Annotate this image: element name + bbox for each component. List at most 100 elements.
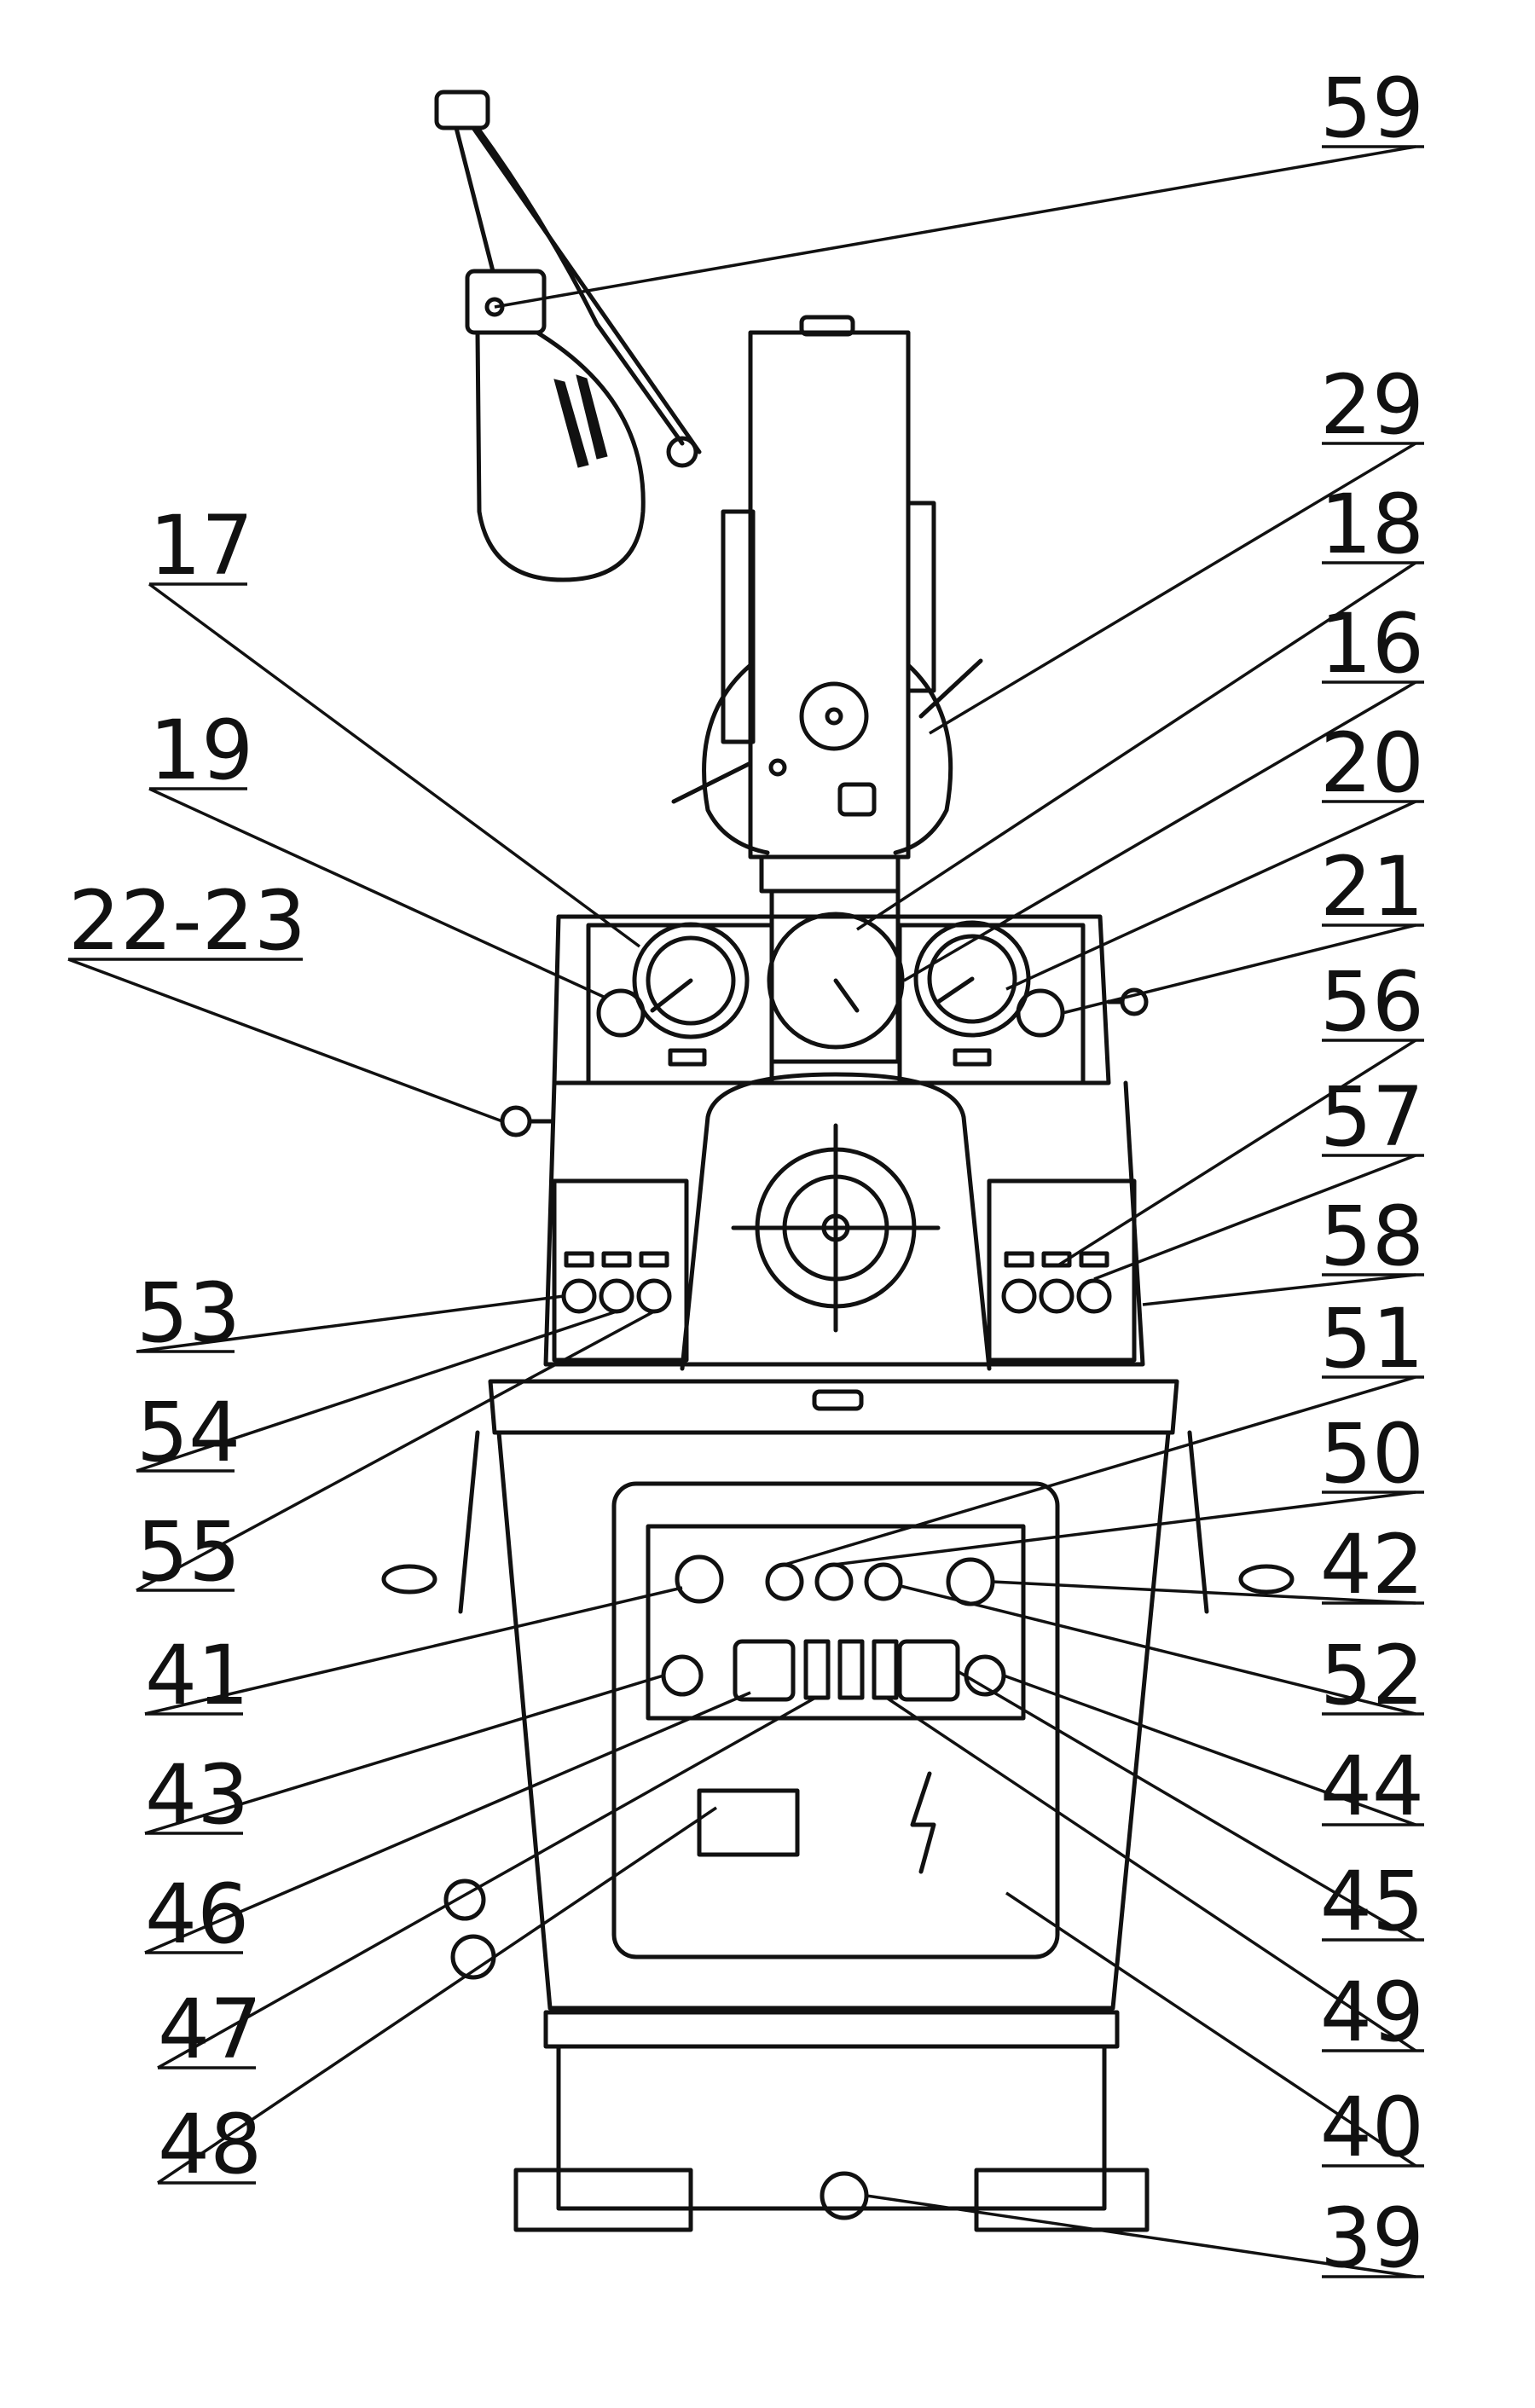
head-hub-center (825, 707, 843, 726)
leader-39 (866, 2194, 1416, 2278)
leader-47 (157, 1695, 818, 2069)
leader-16 (903, 680, 1416, 982)
machine-base (513, 2010, 1150, 2232)
gauge-dial-20-inner (927, 934, 1017, 1024)
side-lever-right (1187, 1430, 1209, 1614)
label-56: 56 (1320, 954, 1424, 1050)
foot-right (974, 2168, 1150, 2232)
gauge-dial-17-inner (646, 935, 736, 1026)
leader-58 (1142, 1273, 1416, 1306)
leader-56 (1056, 1039, 1416, 1268)
leader-51 (784, 1375, 1416, 1566)
label-51: 51 (1320, 1291, 1424, 1386)
handle-right (1238, 1564, 1295, 1595)
leader-18 (856, 561, 1416, 931)
tag-54 (601, 1251, 632, 1268)
leader-49 (884, 1695, 1416, 2052)
leader-43 (144, 1674, 664, 1835)
lamp-shade (475, 330, 646, 582)
knob-19 (596, 988, 646, 1038)
label-16: 16 (1320, 596, 1424, 692)
gauge-housing (552, 914, 1111, 1085)
head-lever-right (918, 658, 983, 719)
head-ring-right (893, 663, 953, 855)
head-collar (759, 854, 901, 894)
head-top-cap (799, 315, 855, 337)
lamp-rod-left (454, 125, 495, 274)
cabinet-outline (496, 1430, 1171, 2011)
center-pedestal (680, 1072, 992, 1371)
leader-17 (148, 582, 641, 948)
switch-46 (733, 1639, 796, 1702)
button-56 (1001, 1278, 1037, 1314)
control-41 (675, 1554, 724, 1604)
leader-42 (992, 1580, 1416, 1605)
head-side-plate-right (906, 501, 936, 693)
label-46: 46 (145, 1867, 249, 1962)
table-top (488, 1379, 1179, 1435)
socket-42 (946, 1557, 995, 1606)
side-lever-left (458, 1430, 480, 1614)
head-screw (768, 758, 787, 777)
head-lever-left (671, 761, 753, 804)
label-40: 40 (1320, 2080, 1424, 2175)
table-slot (812, 1389, 864, 1411)
head-column (748, 330, 911, 860)
lamp-slot (553, 379, 589, 468)
labels-right: 59 29 18 16 20 21 56 57 58 51 50 42 52 4… (1320, 61, 1424, 2286)
handle-left (381, 1564, 437, 1595)
foot-left (513, 2168, 693, 2232)
gauge-nameplate-right (953, 1048, 992, 1067)
button-53 (561, 1278, 597, 1314)
head-ring-left (702, 663, 770, 855)
label-53: 53 (136, 1265, 240, 1361)
leader-46 (144, 1691, 751, 1954)
label-55: 55 (136, 1504, 240, 1600)
label-41: 41 (145, 1628, 249, 1723)
leader-22-23 (67, 958, 503, 1123)
label-39: 39 (1320, 2191, 1424, 2286)
button-57 (1039, 1278, 1074, 1314)
lower-cabinet (381, 1430, 1295, 2011)
leader-20 (1005, 800, 1416, 991)
handle-knob-lower (443, 1878, 486, 1921)
button-58 (1076, 1278, 1112, 1314)
upper-gauge-panel (500, 914, 1149, 1137)
label-50: 50 (1320, 1406, 1424, 1502)
leader-54 (136, 1310, 617, 1473)
upper-body (543, 1072, 1145, 1371)
leader-59 (494, 145, 1416, 309)
label-49: 49 (1320, 1965, 1424, 2060)
high-voltage-symbol (910, 1771, 936, 1874)
switch-45 (897, 1639, 960, 1702)
leader-50 (833, 1491, 1416, 1566)
label-19: 19 (149, 703, 253, 798)
switch-49 (872, 1639, 899, 1700)
label-45: 45 (1320, 1854, 1424, 1949)
gauge-panel-left (586, 923, 774, 1085)
label-52: 52 (1320, 1628, 1424, 1723)
label-48: 48 (158, 2097, 262, 2192)
work-table (488, 1379, 1179, 1435)
control-panel (646, 1524, 1026, 1721)
leader-45 (957, 1670, 1416, 1942)
button-box-right (987, 1178, 1137, 1363)
lamp-assembly (434, 90, 702, 582)
switch-47 (803, 1639, 831, 1700)
label-57: 57 (1320, 1069, 1424, 1165)
label-58: 58 (1320, 1189, 1424, 1284)
nameplate (697, 1788, 800, 1857)
leader-29 (929, 442, 1416, 735)
leader-55 (136, 1310, 655, 1592)
head-side-plate-left (721, 509, 756, 744)
leader-41 (144, 1586, 683, 1716)
base-plinth (543, 2010, 1120, 2049)
gauge-17-needle (650, 978, 693, 1013)
labels-left: 17 19 22-23 53 54 55 41 43 46 47 48 (68, 498, 306, 2192)
label-18: 18 (1320, 477, 1424, 572)
switch-43 (661, 1654, 704, 1697)
leader-57 (1093, 1154, 1416, 1281)
scale-dial-16 (767, 912, 905, 1050)
leader-lines (67, 145, 1416, 2278)
